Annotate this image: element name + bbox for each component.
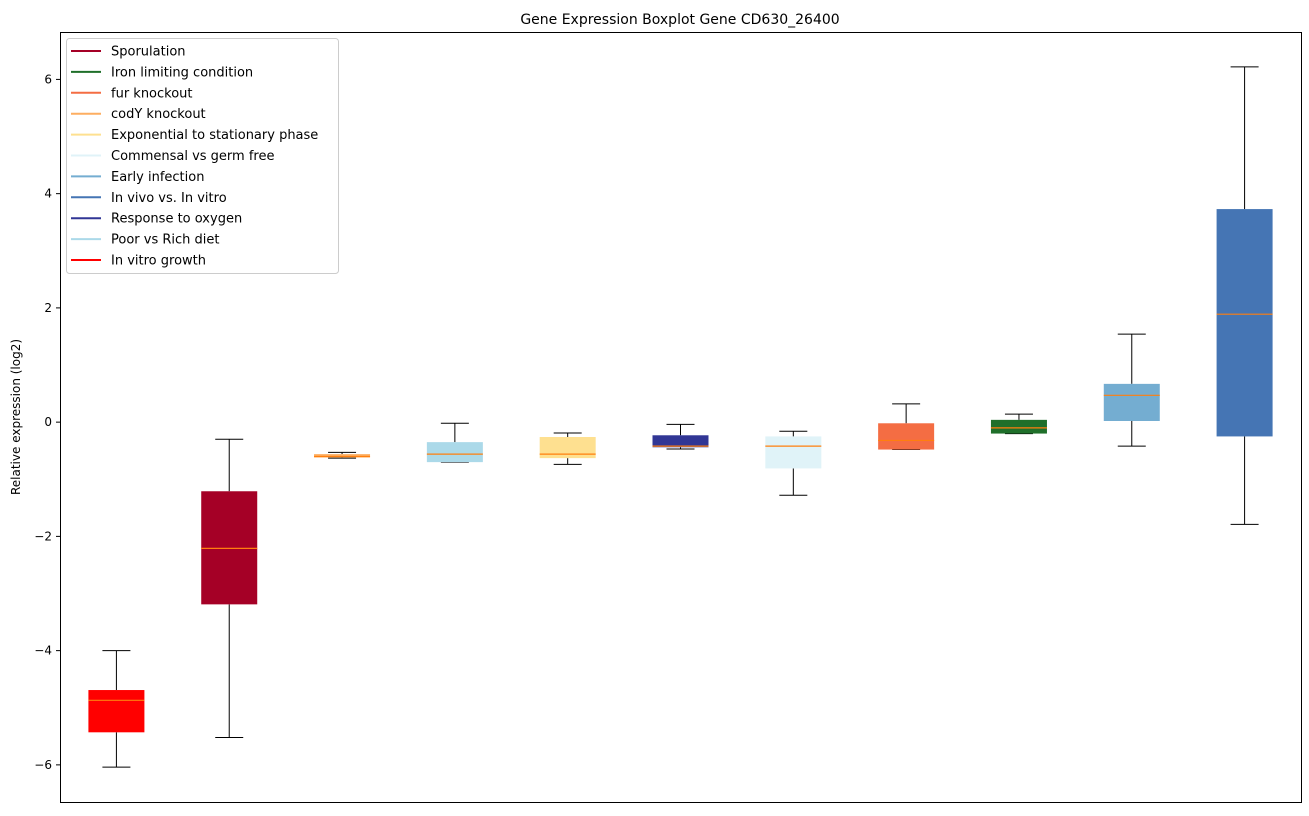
legend-item: codY knockout: [71, 107, 206, 122]
box-iqr: [1103, 383, 1160, 421]
y-tick-label: 6: [44, 72, 52, 86]
y-tick-label: −4: [34, 644, 52, 658]
box-iqr: [539, 436, 596, 459]
legend-frame: [66, 38, 339, 274]
box-iqr: [88, 690, 145, 733]
legend-item: Response to oxygen: [71, 212, 242, 227]
box-iron-limiting-condition: [990, 413, 1047, 435]
box-in-vitro-growth: [88, 650, 145, 768]
legend-item: Iron limiting condition: [71, 65, 253, 80]
box-in-vivo-vs-in-vitro: [1216, 66, 1273, 525]
legend-label: Iron limiting condition: [111, 65, 253, 80]
box-iqr: [878, 423, 935, 450]
box-iqr: [426, 442, 483, 463]
legend-item: Exponential to stationary phase: [71, 128, 318, 143]
y-tick-label: 0: [44, 415, 52, 429]
legend-label: fur knockout: [111, 86, 193, 101]
legend-item: In vitro growth: [71, 254, 206, 269]
legend-label: Exponential to stationary phase: [111, 128, 318, 143]
legend-label: Early infection: [111, 170, 204, 185]
legend-label: Poor vs Rich diet: [111, 233, 219, 248]
legend-label: Sporulation: [111, 45, 186, 60]
legend-item: Sporulation: [71, 45, 186, 60]
legend-label: In vivo vs. In vitro: [111, 191, 227, 206]
box-iqr: [990, 419, 1047, 434]
box-sporulation: [201, 438, 258, 738]
box-commensal-vs-germ-free: [765, 430, 822, 496]
y-tick-label: −6: [34, 758, 52, 772]
legend-label: Response to oxygen: [111, 212, 242, 227]
legend-item: fur knockout: [71, 86, 193, 101]
y-tick-label: 2: [44, 301, 52, 315]
box-early-infection: [1103, 333, 1160, 447]
box-poor-vs-rich-diet: [426, 422, 483, 463]
y-axis-ticks: −6 −4 −2 0 2 4 6: [34, 72, 60, 772]
legend-item: Commensal vs germ free: [71, 149, 274, 164]
box-response-to-oxygen: [652, 423, 709, 450]
box-cody-knockout: [314, 451, 371, 459]
y-tick-label: 4: [44, 187, 52, 201]
legend-item: In vivo vs. In vitro: [71, 191, 227, 206]
boxes: [88, 66, 1273, 768]
legend-label: codY knockout: [111, 107, 206, 122]
legend-label: In vitro growth: [111, 254, 206, 269]
legend-label: Commensal vs germ free: [111, 149, 274, 164]
y-tick-label: −2: [34, 529, 52, 543]
box-iqr: [765, 436, 822, 469]
box-iqr: [1216, 209, 1273, 437]
y-axis-label: Relative expression (log2): [9, 339, 23, 495]
box-iqr: [652, 435, 709, 448]
legend-item: Poor vs Rich diet: [71, 233, 219, 248]
box-exponential-to-stationary-phase: [539, 432, 596, 465]
chart-title: Gene Expression Boxplot Gene CD630_26400: [520, 12, 839, 28]
box-fur-knockout: [878, 403, 935, 451]
plot-frame: [60, 32, 1302, 803]
legend-item: Early infection: [71, 170, 204, 185]
